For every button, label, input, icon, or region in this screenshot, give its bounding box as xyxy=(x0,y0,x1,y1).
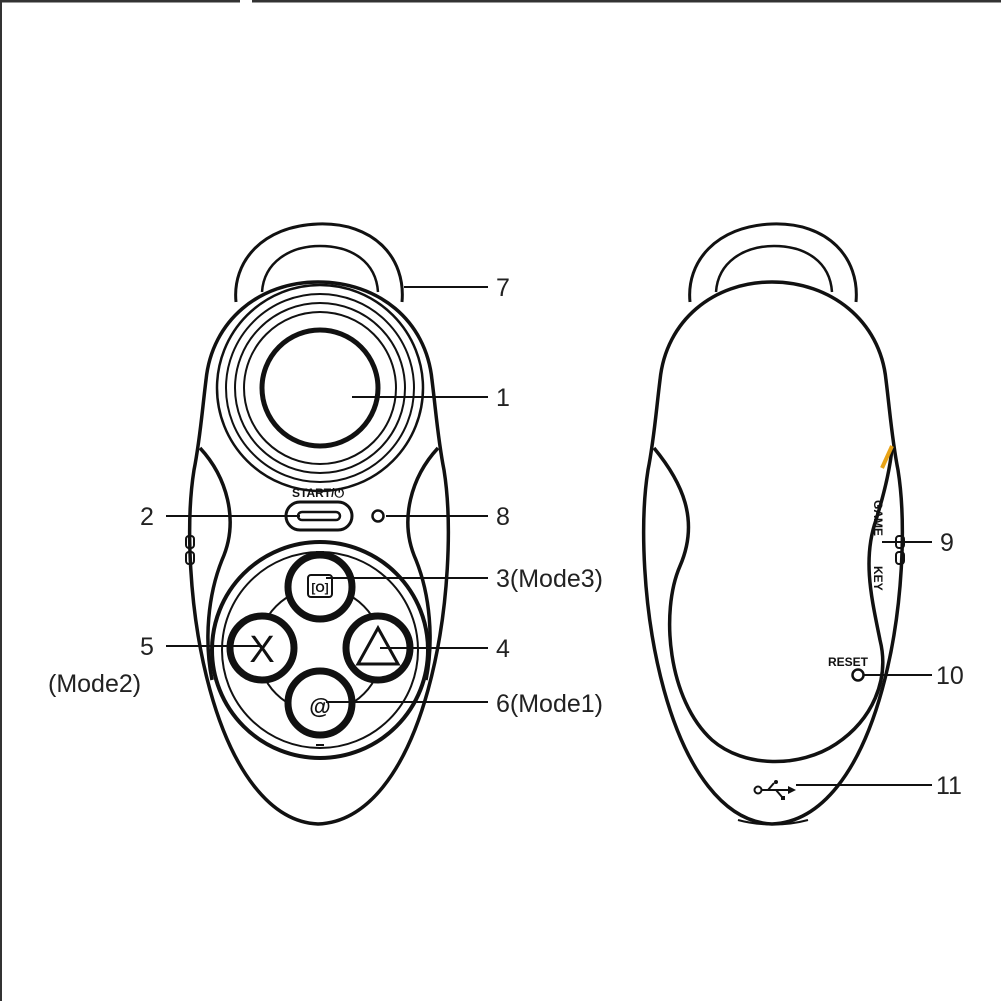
start-power-label: START/⏻ xyxy=(292,486,344,500)
mode2-x-button[interactable] xyxy=(226,612,298,684)
reset-label: RESET xyxy=(828,655,869,669)
usb-icon xyxy=(753,780,796,800)
front-view: START/⏻ [O] X @ xyxy=(185,222,451,826)
right-grip-curve xyxy=(406,446,440,681)
callout-11: 11 xyxy=(936,772,962,800)
led-indicator xyxy=(371,509,385,523)
joystick-ring-3 xyxy=(234,302,406,474)
back-body-outline xyxy=(641,280,905,826)
back-lanyard-inner xyxy=(714,244,834,293)
joystick-ring-4 xyxy=(243,311,397,465)
callout-8: 8 xyxy=(496,503,510,531)
callout-10: 10 xyxy=(936,662,964,690)
back-cover-outline xyxy=(652,446,894,764)
mode-switch-accent xyxy=(880,445,894,469)
callout-6: 6(Mode1) xyxy=(496,690,603,718)
callout-4: 4 xyxy=(496,635,510,663)
lanyard-loop-outer xyxy=(234,222,404,303)
mode1-button-label: @ xyxy=(309,694,330,719)
side-nub-1 xyxy=(185,535,195,549)
joystick-ring-2 xyxy=(225,293,415,483)
mode2-x-label: X xyxy=(249,629,274,671)
callout-2: 2 xyxy=(140,503,154,531)
back-view: GAME KEY RESET xyxy=(641,222,905,826)
start-button-inner xyxy=(296,510,342,522)
callout-7: 7 xyxy=(496,274,510,302)
mode3-icon-frame xyxy=(307,574,333,598)
callout-9: 9 xyxy=(940,529,954,557)
callout-numbers: 7 1 2 8 3(Mode3) 5 (Mode2) 4 6(Mode1) 9 … xyxy=(48,274,964,800)
back-lanyard-outer xyxy=(688,222,858,303)
usb-port xyxy=(737,819,809,826)
triangle-icon xyxy=(355,624,401,666)
lanyard-loop-inner xyxy=(260,244,380,293)
callout-5: 5 xyxy=(140,633,154,661)
front-body-outline xyxy=(187,280,451,826)
joystick-ring-outer xyxy=(215,283,425,493)
callout-3: 3(Mode3) xyxy=(496,565,603,593)
game-label: GAME xyxy=(871,500,885,536)
mode3-button[interactable] xyxy=(284,551,356,623)
joystick-cap[interactable] xyxy=(259,327,381,449)
side-nub-2 xyxy=(185,551,195,565)
callout-leaders xyxy=(166,286,932,786)
callout-5-mode: (Mode2) xyxy=(48,670,141,698)
mode3-button-label: [O] xyxy=(311,581,328,595)
reset-button[interactable] xyxy=(851,668,865,682)
mode-switch-nub-2 xyxy=(895,551,905,565)
left-grip-curve xyxy=(198,446,232,681)
button-pad-outer xyxy=(210,540,430,760)
callout-1: 1 xyxy=(496,384,510,412)
key-label: KEY xyxy=(871,566,885,591)
